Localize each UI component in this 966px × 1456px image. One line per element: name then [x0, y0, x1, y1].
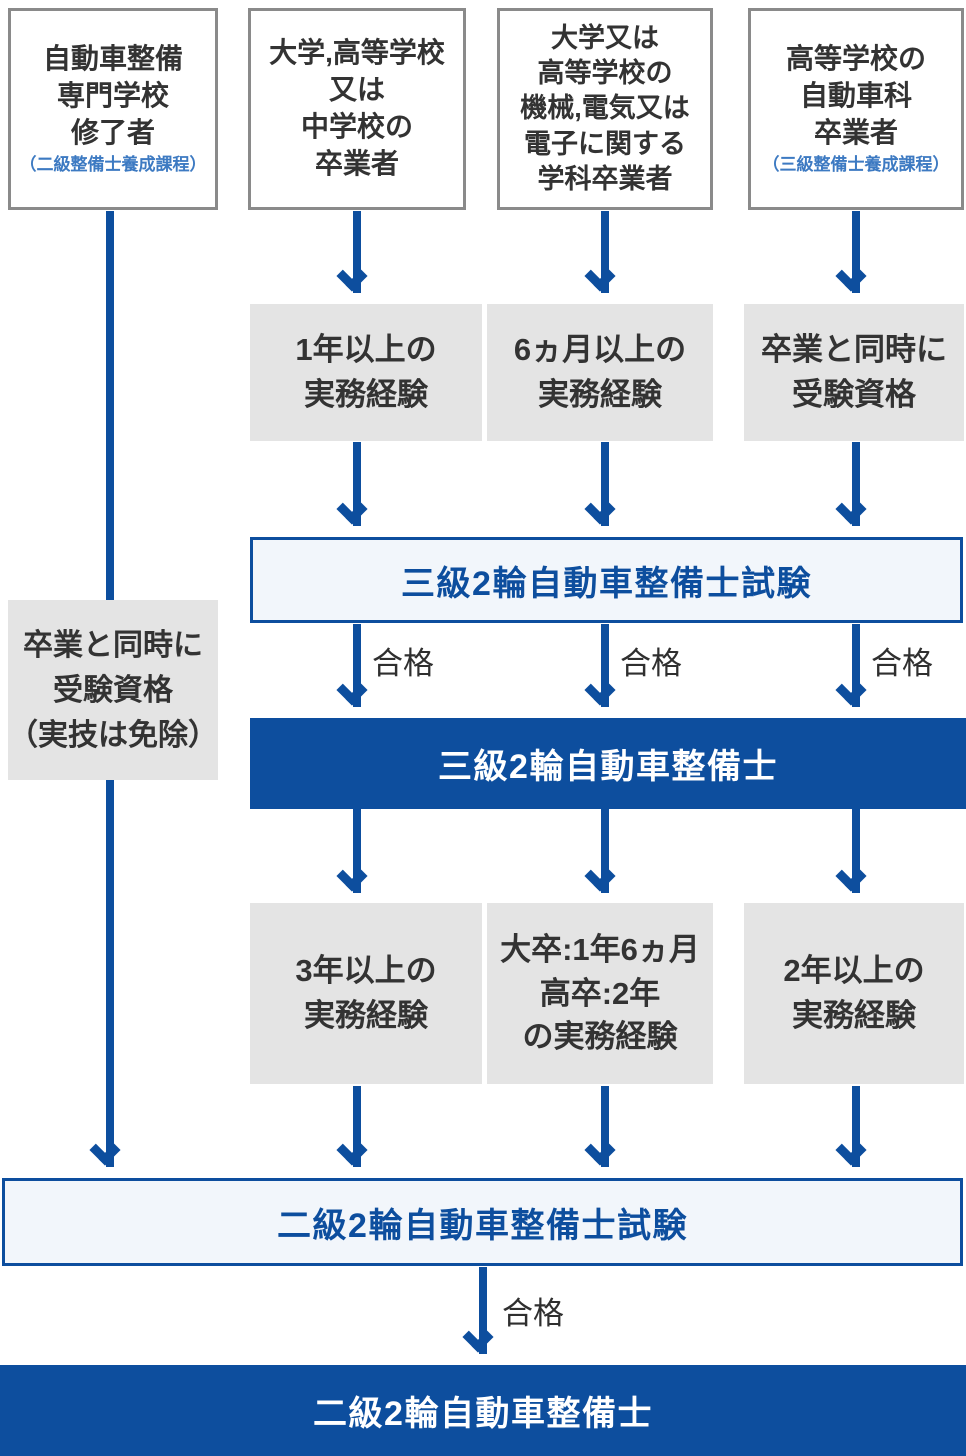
box-text-line: 自動車整備	[42, 43, 183, 75]
flow-line	[601, 211, 609, 293]
box-text-line: 1年以上の	[295, 331, 437, 367]
box-text-line: 大卒:1年6ヵ月	[500, 932, 700, 968]
flow-line	[353, 1086, 361, 1167]
arrow-down-icon	[584, 1134, 616, 1166]
box-text-line: 又は	[328, 74, 385, 106]
box-text-line: 機械,電気又は	[520, 93, 690, 124]
box-text-line: の実務経験	[522, 1019, 678, 1055]
box-text-line: 専門学校	[56, 80, 169, 112]
arrow-down-icon	[462, 1321, 494, 1353]
flow-line	[852, 1086, 860, 1167]
arrow-down-icon	[584, 260, 616, 292]
box-text-line: 電子に関する	[524, 128, 686, 159]
arrow-down-icon	[835, 260, 867, 292]
box-text-line: 高卒:2年	[539, 975, 661, 1011]
flow-line	[601, 442, 609, 526]
arrow-down-icon	[835, 1134, 867, 1166]
arrow-down-icon	[336, 1134, 368, 1166]
flow-line	[852, 442, 860, 526]
certificate-title: 三級2輪自動車整備士	[438, 748, 778, 786]
box-text-line: 卒業と同時に	[23, 628, 203, 662]
flow-line	[353, 624, 361, 707]
box-text-line: 2年以上の	[783, 952, 925, 988]
arrow-down-icon	[584, 860, 616, 892]
box-text-line: 卒業者	[813, 117, 898, 149]
entry-university-middleschool-box: 大学,高等学校 又は 中学校の 卒業者	[248, 8, 466, 210]
box-text-line: 学科卒業者	[537, 163, 673, 194]
entry-mech-elec-dept-box: 大学又は 高等学校の 機械,電気又は 電子に関する 学科卒業者	[497, 8, 713, 210]
grade3-exam-box: 三級2輪自動車整備士試験	[250, 537, 963, 623]
box-text-line: 実務経験	[304, 376, 428, 412]
experience-2years-box: 2年以上の 実務経験	[744, 903, 964, 1084]
box-text-line: 高等学校の	[537, 58, 673, 89]
arrow-down-icon	[336, 860, 368, 892]
flow-line	[852, 624, 860, 707]
flow-line	[353, 442, 361, 526]
course-note-label: （二級整備士養成課程）	[19, 155, 207, 175]
box-text-line: 卒業者	[314, 147, 399, 179]
arrow-down-icon	[336, 260, 368, 292]
experience-3years-box: 3年以上の 実務経験	[250, 903, 482, 1084]
exam-title: 二級2輪自動車整備士試験	[277, 1206, 688, 1245]
flow-line	[601, 809, 609, 893]
experience-6months-box: 6ヵ月以上の 実務経験	[487, 304, 713, 441]
pass-label: 合格	[502, 1296, 564, 1331]
arrow-down-icon	[835, 493, 867, 525]
box-text-line: 中学校の	[300, 111, 413, 142]
box-text-line: 高等学校の	[785, 43, 926, 75]
experience-1year-box: 1年以上の 実務経験	[250, 304, 482, 441]
box-text-line: 大学又は	[551, 23, 659, 54]
box-text-line: 実務経験	[538, 376, 662, 412]
box-text-line: 受験資格	[792, 376, 916, 412]
grade3-cert-box: 三級2輪自動車整備士	[250, 718, 966, 809]
box-text-line: 実務経験	[304, 997, 428, 1033]
eligibility-on-graduation-exempt-box: 卒業と同時に 受験資格 （実技は免除）	[8, 600, 218, 780]
exam-title: 三級2輪自動車整備士試験	[401, 564, 812, 603]
pass-label: 合格	[372, 646, 434, 681]
arrow-down-icon	[835, 860, 867, 892]
grade2-cert-box: 二級2輪自動車整備士	[0, 1365, 966, 1456]
arrow-down-icon	[584, 493, 616, 525]
entry-vocational-school-box: 自動車整備 専門学校 修了者 （二級整備士養成課程）	[8, 8, 218, 210]
flow-line	[601, 624, 609, 707]
certificate-title: 二級2輪自動車整備士	[313, 1395, 653, 1433]
flow-line	[479, 1267, 487, 1354]
pass-label: 合格	[620, 646, 682, 681]
box-text-line: 卒業と同時に	[761, 331, 947, 367]
arrow-down-icon	[584, 674, 616, 706]
box-text-line: （実技は免除）	[8, 718, 218, 752]
pass-label: 合格	[871, 646, 933, 681]
flow-line	[353, 211, 361, 293]
arrow-down-icon	[835, 674, 867, 706]
box-text-line: 3年以上の	[295, 952, 437, 988]
arrow-down-icon	[336, 674, 368, 706]
box-text-line: 自動車科	[799, 80, 912, 112]
grade2-exam-box: 二級2輪自動車整備士試験	[2, 1178, 963, 1266]
arrow-down-icon	[89, 1134, 121, 1166]
box-text-line: 大学,高等学校	[269, 37, 445, 69]
arrow-down-icon	[336, 493, 368, 525]
flow-line	[852, 211, 860, 293]
experience-univ-highschool-box: 大卒:1年6ヵ月 高卒:2年 の実務経験	[487, 903, 713, 1084]
flow-line	[601, 1086, 609, 1167]
eligibility-on-graduation-box: 卒業と同時に 受験資格	[744, 304, 964, 441]
box-text-line: 受験資格	[53, 673, 173, 707]
box-text-line: 修了者	[70, 117, 155, 149]
flow-line	[852, 809, 860, 893]
box-text-line: 6ヵ月以上の	[513, 331, 687, 367]
flow-line	[353, 809, 361, 893]
box-text-line: 実務経験	[792, 997, 916, 1033]
entry-highschool-auto-dept-box: 高等学校の 自動車科 卒業者 （三級整備士養成課程）	[748, 8, 964, 210]
course-note-label: （三級整備士養成課程）	[762, 155, 950, 175]
